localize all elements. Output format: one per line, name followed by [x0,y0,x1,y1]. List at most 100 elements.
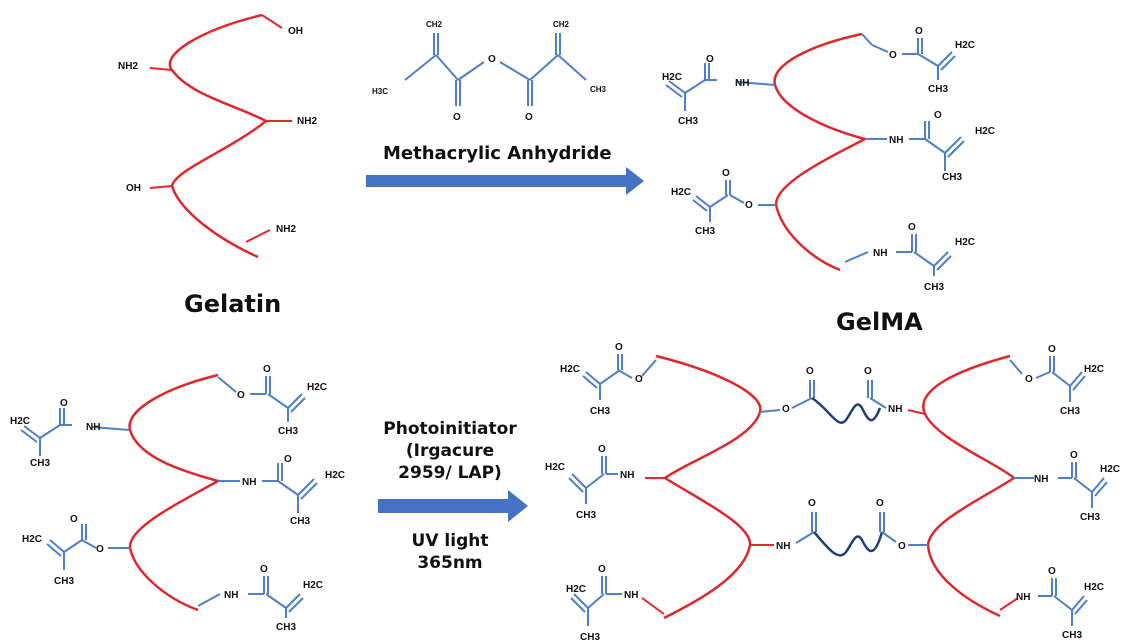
low-ch3-1: CH3 [278,426,298,437]
ma-ch2-left: CH2 [426,20,443,29]
net-o-lower-carbonyl-2: O [876,498,884,509]
gelma-ch3-5: CH3 [924,282,944,293]
reaction-arrow-2 [378,490,528,522]
net-o-lower-carbonyl-1: O [808,498,816,509]
gelma-label: GelMA [836,308,923,336]
gelatin-oh-left: OH [126,183,141,194]
methacrylic-anhydride-structure: CH2 H3C O O O CH2 CH3 [372,20,607,123]
low-nh-2: NH [242,477,256,488]
net-nh-3: NH [1034,474,1048,485]
low-o-carbonyl-3: O [284,454,292,465]
low-o-ester-2: O [96,544,104,555]
gelma-h2c-2: H2C [662,72,682,83]
reagent-label: Methacrylic Anhydride [383,143,612,164]
gelma-h2c-1: H2C [955,40,975,51]
gelatin-nh2-right: NH2 [297,116,317,127]
low-ch3-5: CH3 [276,622,296,633]
gelma-nh-2: NH [889,135,903,146]
network-backbone-left [655,354,762,620]
net-o-carbonyl-5: O [1070,450,1078,461]
crosslinked-gelma-network: O O H2C CH3 NH O H2C CH3 NH O H2C CH3 O … [545,342,1120,643]
net-o-carbonyl-2: O [598,444,606,455]
low-h2c-1: H2C [307,382,327,393]
gelma-ch3-4: CH3 [695,226,715,237]
net-o-carbonyl-4: O [1048,344,1056,355]
low-o-ester-1: O [237,390,245,401]
low-h2c-2: H2C [10,416,30,427]
net-nh-2: NH [624,590,638,601]
low-o-carbonyl-2: O [60,398,68,409]
net-h2c-3: H2C [566,584,586,595]
gelatin-nh2-left: NH2 [118,61,138,72]
low-ch3-2: CH3 [30,458,50,469]
gelma-ch3-2: CH3 [678,116,698,127]
gelma-h2c-4: H2C [671,187,691,198]
gelma-o-carbonyl-5: O [908,222,916,233]
net-h2c-1: H2C [560,364,580,375]
net-o-upper-carbonyl-1: O [806,366,814,377]
net-o-carbonyl-1: O [615,342,623,353]
net-nh-1: NH [620,470,634,481]
condition-line-3: 2959/ LAP) [398,463,502,483]
gelma-o-ester-1: O [889,50,897,61]
gelma-structure-lower: O O H2C CH3 NH O H2C CH3 NH O H2C CH3 O … [10,364,345,633]
low-ch3-4: CH3 [54,576,74,587]
reaction-arrow-1 [366,167,644,195]
low-o-carbonyl-1: O [263,364,271,375]
net-ch3-2: CH3 [576,510,596,521]
network-backbone-right [922,354,1017,618]
low-o-carbonyl-4: O [70,514,78,525]
net-nh-4: NH [1016,592,1030,603]
net-o-upper-carbonyl-2: O [864,366,872,377]
gelma-o-ester-2: O [745,200,753,211]
ma-o-right: O [525,112,533,123]
net-h2c-5: H2C [1100,464,1120,475]
condition-line-1: Photoinitiator [383,419,517,439]
net-o-ester-1: O [635,374,643,385]
net-ch3-6: CH3 [1062,630,1082,641]
ma-o-left: O [453,112,461,123]
net-o-upper-left: O [782,404,790,415]
gelatin-oh-top: OH [288,26,303,37]
net-h2c-2: H2C [545,462,565,473]
gelatin-backbone [168,13,269,259]
net-ch3-1: CH3 [590,406,610,417]
gelma-o-carbonyl-4: O [722,168,730,179]
ma-h3c: H3C [372,87,388,96]
gelatin-label: Gelatin [184,290,282,318]
gelma-o-carbonyl-1: O [915,26,923,37]
crosslink-chain-lower [813,531,884,557]
net-o-carbonyl-3: O [598,564,606,575]
gelma-nh-1: NH [735,78,749,89]
crosslink-chain-upper [811,396,882,424]
gelma-h2c-3: H2C [975,126,995,137]
gelma-backbone [773,32,869,272]
gelma-o-carbonyl-3: O [934,110,942,121]
gelatin-nh2-bottom: NH2 [276,224,296,235]
low-o-carbonyl-5: O [260,564,268,575]
gelatin-structure: OH NH2 NH2 OH NH2 [118,13,317,259]
gelma-h2c-5: H2C [955,237,975,248]
net-ch3-4: CH3 [1060,406,1080,417]
low-nh-3: NH [224,590,238,601]
net-ch3-3: CH3 [580,632,600,643]
gelma-nh-3: NH [873,248,887,259]
net-nh-upper: NH [888,404,902,415]
gelma-lower-backbone [128,373,222,612]
condition-line-5: 365nm [417,553,483,573]
photoinitiator-conditions: Photoinitiator (Irgacure 2959/ LAP) [370,418,530,484]
gelma-ch3-3: CH3 [942,172,962,183]
low-ch3-3: CH3 [290,516,310,527]
low-nh-1: NH [86,422,100,433]
net-h2c-6: H2C [1084,582,1104,593]
net-ch3-5: CH3 [1080,512,1100,523]
condition-line-4: UV light [411,531,489,551]
condition-line-2: (Irgacure [405,441,495,461]
ma-ch2-right: CH2 [553,20,570,29]
ma-o-bridge: O [488,54,496,65]
net-h2c-4: H2C [1084,364,1104,375]
low-h2c-5: H2C [303,580,323,591]
net-o-lower-right: O [898,541,906,552]
low-h2c-4: H2C [22,534,42,545]
